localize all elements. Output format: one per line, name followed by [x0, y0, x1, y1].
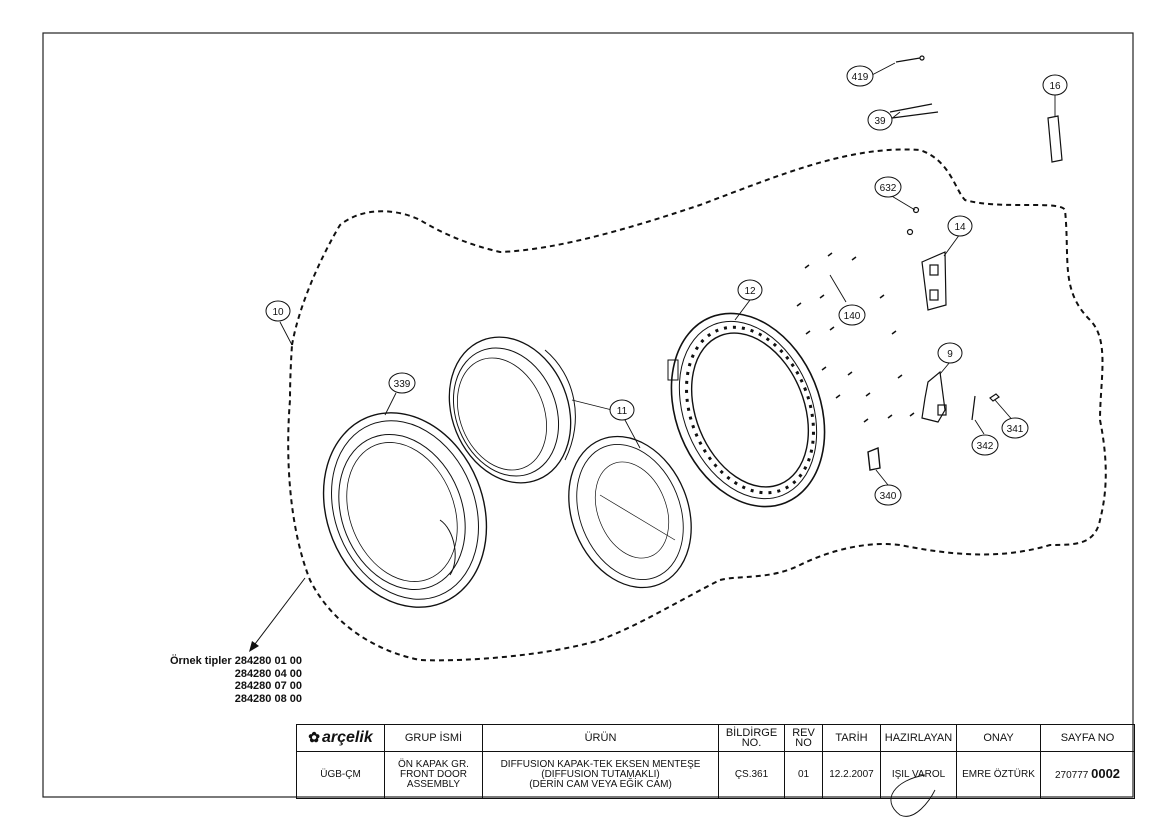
door-latch	[867, 447, 881, 471]
callout-419-label: 419	[852, 72, 869, 83]
door-front-flange	[667, 312, 826, 508]
header-rev-no: REV NO	[784, 724, 823, 752]
door-inner-frame	[448, 336, 576, 484]
callout-11: 11	[609, 399, 635, 421]
sample-type-row: 284280 07 00	[146, 680, 302, 693]
callout-14-label: 14	[954, 222, 966, 233]
callout-339-label: 339	[394, 379, 411, 390]
callout-10: 10	[265, 300, 291, 322]
group-name-line: ÖN KAPAK GR.	[398, 759, 469, 770]
callout-12-label: 12	[744, 286, 756, 297]
page-no-suffix: 0002	[1091, 766, 1121, 781]
hinge-spring-parts	[971, 393, 1000, 421]
sample-type-code: 284280 01 00	[234, 655, 302, 667]
sample-type-code: 284280 08 00	[234, 692, 302, 705]
callout-16-label: 16	[1049, 81, 1061, 92]
door-outer-ring	[322, 412, 488, 608]
sample-types-label: Örnek tipler	[169, 655, 232, 667]
header-page-no: SAYFA NO	[1040, 724, 1135, 752]
group-name-line: FRONT DOOR	[399, 769, 468, 780]
callout-9: 9	[937, 342, 963, 364]
callout-140: 140	[838, 304, 866, 326]
title-block: ✿arçelik GRUP İSMİ ÜRÜN BİLDİRGE NO. REV…	[296, 724, 1135, 799]
callout-342-label: 342	[977, 441, 994, 452]
group-name: ÖN KAPAK GR. FRONT DOOR ASSEMBLY	[384, 751, 483, 799]
callout-419: 419	[846, 65, 874, 87]
callout-14: 14	[947, 215, 973, 237]
approval-value: EMRE ÖZTÜRK	[956, 751, 1041, 799]
callout-340: 340	[874, 484, 902, 506]
sample-type-row: 284280 04 00	[146, 668, 302, 681]
hinge-bracket	[921, 251, 947, 311]
rev-no-value: 01	[784, 751, 823, 799]
callout-342: 342	[971, 434, 999, 456]
callout-632-label: 632	[880, 183, 897, 194]
logo-cell: ✿arçelik	[296, 724, 385, 752]
date-value: 12.2.2007	[822, 751, 881, 799]
callout-341: 341	[1001, 417, 1029, 439]
header-approval: ONAY	[956, 724, 1041, 752]
notice-no-value: ÇS.361	[718, 751, 785, 799]
header-group: GRUP İSMİ	[384, 724, 483, 752]
screw-set	[796, 252, 915, 423]
door-handle-part	[1047, 115, 1063, 163]
callout-632: 632	[874, 176, 902, 198]
sample-type-code: 284280 07 00	[234, 680, 302, 692]
callout-9-label: 9	[947, 349, 953, 360]
arcelik-logo-icon: ✿	[308, 729, 320, 745]
group-code: ÜGB-ÇM	[296, 751, 385, 799]
callout-12: 12	[737, 279, 763, 301]
product-description: DIFFUSION KAPAK-TEK EKSEN MENTEŞE (DIFFU…	[482, 751, 719, 799]
assembly-boundary	[287, 148, 1107, 662]
header-notice-no: BİLDİRGE NO.	[718, 724, 785, 752]
callout-339: 339	[388, 372, 416, 394]
product-line: (DIFFUSION TUTAMAKLI)	[541, 769, 660, 780]
header-product: ÜRÜN	[482, 724, 719, 752]
prepared-value: IŞIL VAROL	[880, 751, 957, 799]
callout-140-label: 140	[844, 311, 861, 322]
page-no-prefix: 270777	[1054, 770, 1089, 781]
top-screws	[889, 55, 939, 119]
door-glass	[568, 435, 692, 589]
hinge-arm	[921, 370, 947, 423]
callout-16: 16	[1042, 74, 1068, 96]
sample-types-arrow	[249, 577, 306, 652]
arcelik-logo-text: arçelik	[322, 729, 373, 746]
callout-11-label: 11	[617, 406, 628, 417]
product-line: (DERİN CAM VEYA EĞİK CAM)	[529, 779, 672, 790]
sample-type-row: 284280 08 00	[146, 693, 302, 706]
callout-340-label: 340	[880, 491, 897, 502]
header-prepared: HAZIRLAYAN	[880, 724, 957, 752]
product-line: DIFFUSION KAPAK-TEK EKSEN MENTEŞE	[500, 759, 701, 770]
callout-341-label: 341	[1007, 424, 1024, 435]
callout-39: 39	[867, 109, 893, 131]
header-date: TARİH	[822, 724, 881, 752]
callout-39-label: 39	[874, 116, 886, 127]
callout-10-label: 10	[272, 307, 284, 318]
sample-type-code: 284280 04 00	[234, 667, 302, 680]
page-no-value: 270777 0002	[1040, 751, 1135, 799]
group-name-line: ASSEMBLY	[406, 779, 461, 790]
hinge-pin	[906, 206, 920, 236]
